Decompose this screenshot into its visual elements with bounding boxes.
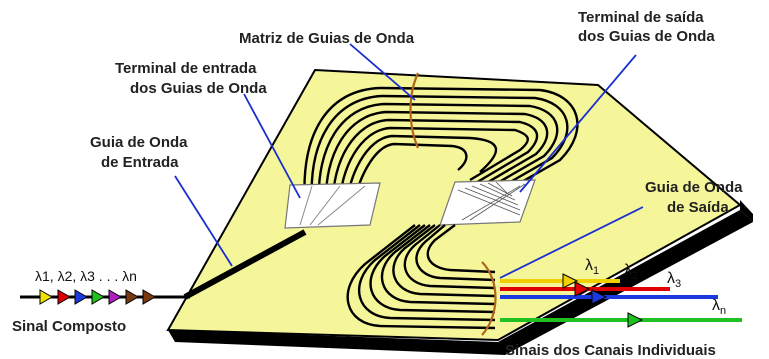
pointer-lines — [174, 43, 644, 279]
label-terminal-saida-2: dos Guias de Onda — [578, 28, 715, 45]
channel-label-n: λn — [712, 297, 726, 317]
label-terminal-saida-1: Terminal de saída — [578, 9, 704, 26]
output-channels — [500, 273, 742, 328]
label-guia-entrada-1: Guia de Onda — [90, 134, 188, 151]
channel-arrow — [591, 289, 608, 305]
label-guia-saida-1: Guia de Onda — [645, 179, 743, 196]
label-matriz: Matriz de Guias de Onda — [239, 30, 415, 47]
input-arrow — [39, 289, 53, 305]
channel-arrow — [574, 281, 591, 297]
input-arrow — [142, 289, 156, 305]
label-terminal-entrada-1: Terminal de entrada — [115, 60, 257, 77]
output-bracket — [481, 261, 497, 336]
input-arrow — [57, 289, 71, 305]
input-arrow — [91, 289, 105, 305]
label-guia-saida-2: de Saída — [667, 199, 729, 216]
label-input-wavelengths: λ1, λ2, λ3 . . . λn — [35, 268, 137, 284]
label-sinais-canais: Sinais dos Canais Individuais — [505, 342, 716, 359]
array-bracket — [409, 72, 420, 149]
input-arrow — [108, 289, 122, 305]
substrate-edge — [168, 210, 753, 355]
output-waveguides — [346, 224, 496, 330]
label-terminal-entrada-2: dos Guias de Onda — [130, 80, 267, 97]
channel-label-2: λ2 — [624, 262, 638, 282]
substrate-side-right — [740, 200, 753, 222]
array-inner-gap — [372, 152, 449, 196]
label-guia-entrada-2: de Entrada — [101, 154, 179, 171]
channel-labels: λ1 λ2 λ3 λn — [585, 257, 726, 317]
input-waveguide — [183, 229, 307, 300]
channel-label-3: λ3 — [667, 270, 681, 290]
channel-label-1: λ1 — [585, 257, 599, 277]
input-arrow — [125, 289, 139, 305]
input-star-coupler — [284, 182, 381, 229]
input-wavelength-arrows — [39, 289, 156, 305]
label-sinal-composto: Sinal Composto — [12, 318, 126, 335]
channel-arrow — [627, 312, 644, 328]
channel-arrow — [562, 273, 579, 289]
input-arrow — [74, 289, 88, 305]
